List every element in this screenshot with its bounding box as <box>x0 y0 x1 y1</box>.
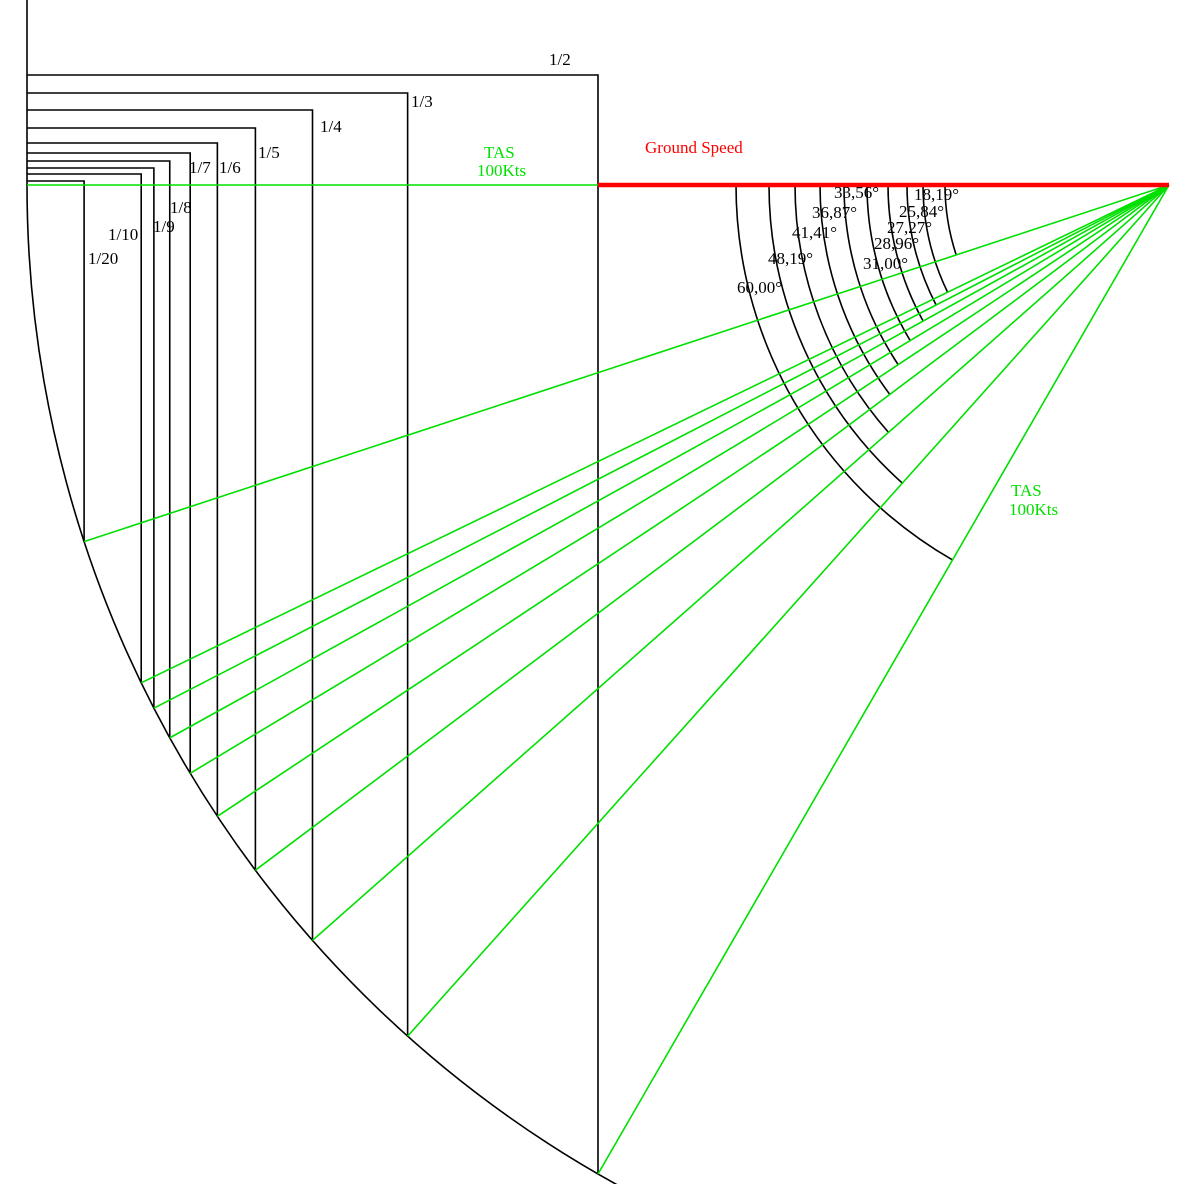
angle-arcs <box>735 184 957 561</box>
angle-arc-9 <box>944 184 957 256</box>
ratio-label: 1/20 <box>88 249 118 268</box>
tas-line-1-3 <box>407 184 1170 1037</box>
angle-label: 18,19° <box>914 185 959 204</box>
angle-label: 36,87° <box>812 203 857 222</box>
ratio-bracket-1-6 <box>27 142 219 817</box>
angle-label: 48,19° <box>768 249 813 268</box>
angle-arc-3 <box>819 184 891 395</box>
tas-line-1-10 <box>140 184 1170 684</box>
angle-arc-2 <box>794 184 890 433</box>
ratio-bracket-1-5 <box>27 127 257 871</box>
angle-label: 41,41° <box>792 223 837 242</box>
tas-line-1-2 <box>597 184 1170 1175</box>
ratio-bracket-1-8 <box>27 160 171 738</box>
ground-speed-label: Ground Speed <box>645 138 743 157</box>
tas-line-1-8 <box>169 184 1170 739</box>
ratio-label: 1/7 <box>189 158 211 177</box>
tas-line-1-6 <box>216 184 1170 817</box>
ratio-label: 1/3 <box>411 92 433 111</box>
ratio-label: 1/2 <box>549 50 571 69</box>
angle-arc-4 <box>843 184 899 366</box>
angle-arc-0 <box>735 184 953 561</box>
tas-line-1-9 <box>153 184 1170 709</box>
ratio-label: 1/9 <box>153 217 175 236</box>
ratio-bracket-1-7 <box>27 152 191 774</box>
tas-line-1-20 <box>83 184 1170 543</box>
angle-label: 33,56° <box>834 183 879 202</box>
tas-top-label-line2: 100Kts <box>477 161 526 180</box>
angle-label: 28,96° <box>874 234 919 253</box>
ratio-label: 1/5 <box>258 143 280 162</box>
angle-label: 31,00° <box>863 254 908 273</box>
tas-vector-lines <box>27 184 1170 1175</box>
ratio-label: 1/6 <box>219 158 241 177</box>
tas-top-label-line1: TAS <box>484 143 515 162</box>
ratio-bracket-1-2 <box>27 74 599 1175</box>
angle-label: 27,27° <box>887 218 932 237</box>
ratio-bracket-1-4 <box>27 109 314 941</box>
angle-arc-1 <box>768 184 903 484</box>
angle-arc-7 <box>906 184 937 306</box>
ratio-bracket-1-10 <box>27 173 142 683</box>
tas-line-1-7 <box>189 184 1170 774</box>
ratio-bracket-1-9 <box>27 167 155 709</box>
outer-circle-arc <box>26 184 618 1184</box>
tas-right-label-line2: 100Kts <box>1009 500 1058 519</box>
angle-label: 60,00° <box>737 278 782 297</box>
ratio-label: 1/4 <box>320 117 342 136</box>
angle-labels: 60,00° 48,19° 41,41°36,87°33,56° 31,00°28,9… <box>737 183 959 297</box>
tas-line-1-5 <box>254 184 1170 871</box>
angle-arc-8 <box>922 184 949 293</box>
tas-right-label-line1: TAS <box>1011 481 1042 500</box>
ratio-construction-lines <box>26 0 618 1184</box>
ratio-label: 1/8 <box>170 198 192 217</box>
ratio-bracket-1-20 <box>27 180 85 542</box>
ratio-label: 1/10 <box>108 225 138 244</box>
ratio-bracket-1-3 <box>27 92 409 1037</box>
ratio-labels: 1/2 1/3 1/4 1/5 1/6 1/7 1/81/9 1/10 1/20 <box>88 50 571 268</box>
angle-arc-5 <box>866 184 911 341</box>
tas-line-1-4 <box>311 184 1170 941</box>
angle-label: 25,84° <box>899 202 944 221</box>
